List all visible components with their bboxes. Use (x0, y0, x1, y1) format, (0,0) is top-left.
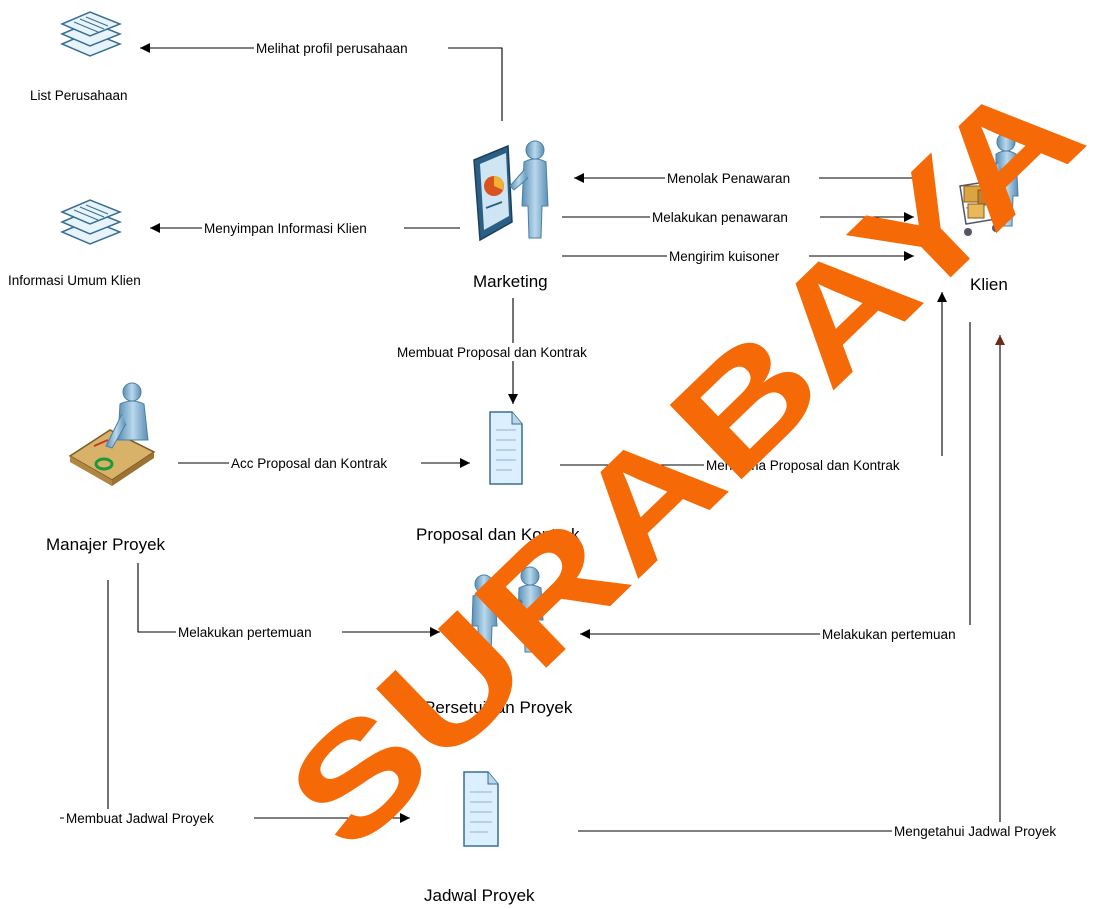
node-proposal-dan-kontrak: Proposal dan Kontrak (416, 525, 580, 544)
informasi-klien-stack-icon (60, 199, 123, 245)
jadwal-document-icon (463, 771, 499, 847)
proposal-document-icon (489, 411, 523, 485)
edge-label-menyimpan-info: Menyimpan Informasi Klien (204, 221, 367, 236)
edge-label-menerima-proposal: Menerima Proposal dan Kontrak (706, 458, 900, 473)
edge-label-acc-proposal: Acc Proposal dan Kontrak (231, 456, 387, 471)
node-persetujuan-proyek: Persetujuan Proyek (424, 698, 573, 717)
edge-label-melakukan-penawaran: Melakukan penawaran (652, 210, 788, 225)
list-perusahaan-stack-icon (60, 11, 123, 57)
edge-label-menolak-penawaran: Menolak Penawaran (667, 171, 790, 186)
handshake-icon (471, 566, 544, 655)
edge-label-pertemuan-manajer: Melakukan pertemuan (178, 625, 312, 640)
node-informasi-umum-klien: Informasi Umum Klien (8, 273, 141, 288)
manajer-proyek-desk-icon (68, 382, 156, 486)
node-labels: List Perusahaan Informasi Umum Klien Mar… (8, 88, 1008, 905)
edge-melihat-profil-line (140, 43, 503, 121)
edge-label-melihat-profil: Melihat profil perusahaan (256, 41, 408, 56)
edge-labels: Melihat profil perusahaan Menyimpan Info… (64, 39, 1100, 840)
klien-shopper-icon (959, 132, 1019, 236)
node-manajer-proyek: Manajer Proyek (46, 535, 166, 554)
edge-label-pertemuan-klien: Melakukan pertemuan (822, 627, 956, 642)
node-list-perusahaan: List Perusahaan (30, 88, 128, 103)
node-jadwal-proyek: Jadwal Proyek (424, 886, 535, 905)
edge-label-mengirim-kuisoner: Mengirim kuisoner (669, 249, 780, 264)
edge-label-membuat-jadwal: Membuat Jadwal Proyek (66, 811, 214, 826)
edge-label-mengetahui-jadwal: Mengetahui Jadwal Proyek (894, 824, 1056, 839)
edge-pertemuan-manajer-line (137, 563, 440, 637)
edge-label-membuat-proposal: Membuat Proposal dan Kontrak (397, 345, 587, 360)
node-marketing: Marketing (473, 272, 548, 291)
marketing-presenter-icon (473, 140, 549, 242)
node-klien: Klien (970, 275, 1008, 294)
